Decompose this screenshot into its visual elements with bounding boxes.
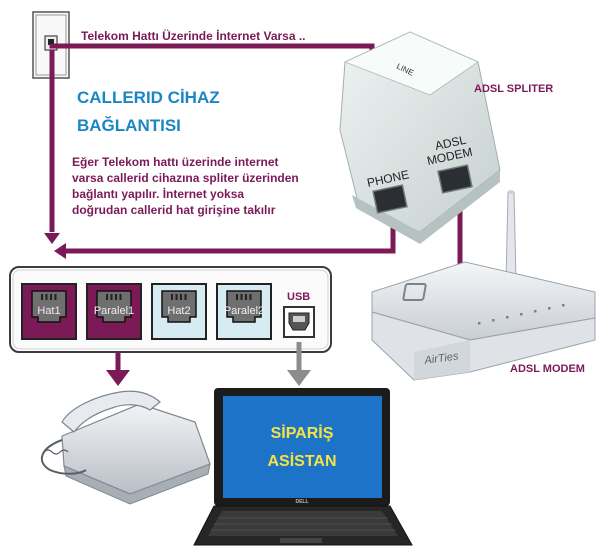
port-hat2: Hat2 <box>151 283 207 340</box>
adsl-splitter-icon: LINE PHONE ADSL MODEM <box>339 31 501 244</box>
arrow-jack-to-device <box>44 233 60 244</box>
rj11-socket-icon <box>96 290 132 323</box>
description-line-3: bağlantı yapılır. İnternet yoksa <box>72 186 244 201</box>
arrow-to-laptop <box>287 370 311 386</box>
telephone-icon <box>40 390 211 505</box>
screen-line-1: SİPARİŞ <box>271 424 334 442</box>
port-label: Hat2 <box>167 305 190 317</box>
diagram-title-line1: CALLERID CİHAZ <box>77 88 220 107</box>
screen-line-2: ASİSTAN <box>267 452 336 470</box>
port-group: Hat1 Paralel1 Hat2 Paralel2 <box>21 283 272 340</box>
description-line-2: varsa callerid cihazına spliter üzerinde… <box>72 171 299 185</box>
port-label: Hat1 <box>37 305 60 317</box>
port-label: Paralel1 <box>94 305 134 317</box>
port-paralel1: Paralel1 <box>86 283 142 340</box>
diagram-title-line2: BAĞLANTISI <box>77 116 181 135</box>
rj11-socket-icon <box>31 290 67 323</box>
splitter-label: ADSL SPLITER <box>474 83 553 95</box>
rj11-socket-icon <box>226 290 262 323</box>
laptop-screen <box>223 396 382 498</box>
modem-label: ADSL MODEM <box>510 363 585 375</box>
laptop-icon <box>193 388 413 546</box>
arrow-splitter-to-device <box>54 243 66 259</box>
rj11-socket-icon <box>161 290 197 323</box>
splitter-adsl-label: ADSL <box>434 133 468 153</box>
modem-brand: AirTies <box>423 350 460 367</box>
description-line-4: doğrudan callerid hat girişine takılır <box>72 203 276 217</box>
top-note: Telekom Hattı Üzerinde İnternet Varsa .. <box>81 28 306 43</box>
port-hat1: Hat1 <box>21 283 77 340</box>
laptop-brand: DELL <box>295 499 308 505</box>
port-paralel2: Paralel2 <box>216 283 272 340</box>
adsl-modem-icon: AirTies <box>371 190 596 381</box>
usb-port-icon <box>283 306 315 338</box>
arrow-to-telephone <box>106 370 130 386</box>
description-block: Eğer Telekom hattı üzerinde internet var… <box>72 155 299 217</box>
description-line-1: Eğer Telekom hattı üzerinde internet <box>72 155 278 169</box>
port-label: Paralel2 <box>224 305 264 317</box>
usb-label: USB <box>287 291 310 303</box>
